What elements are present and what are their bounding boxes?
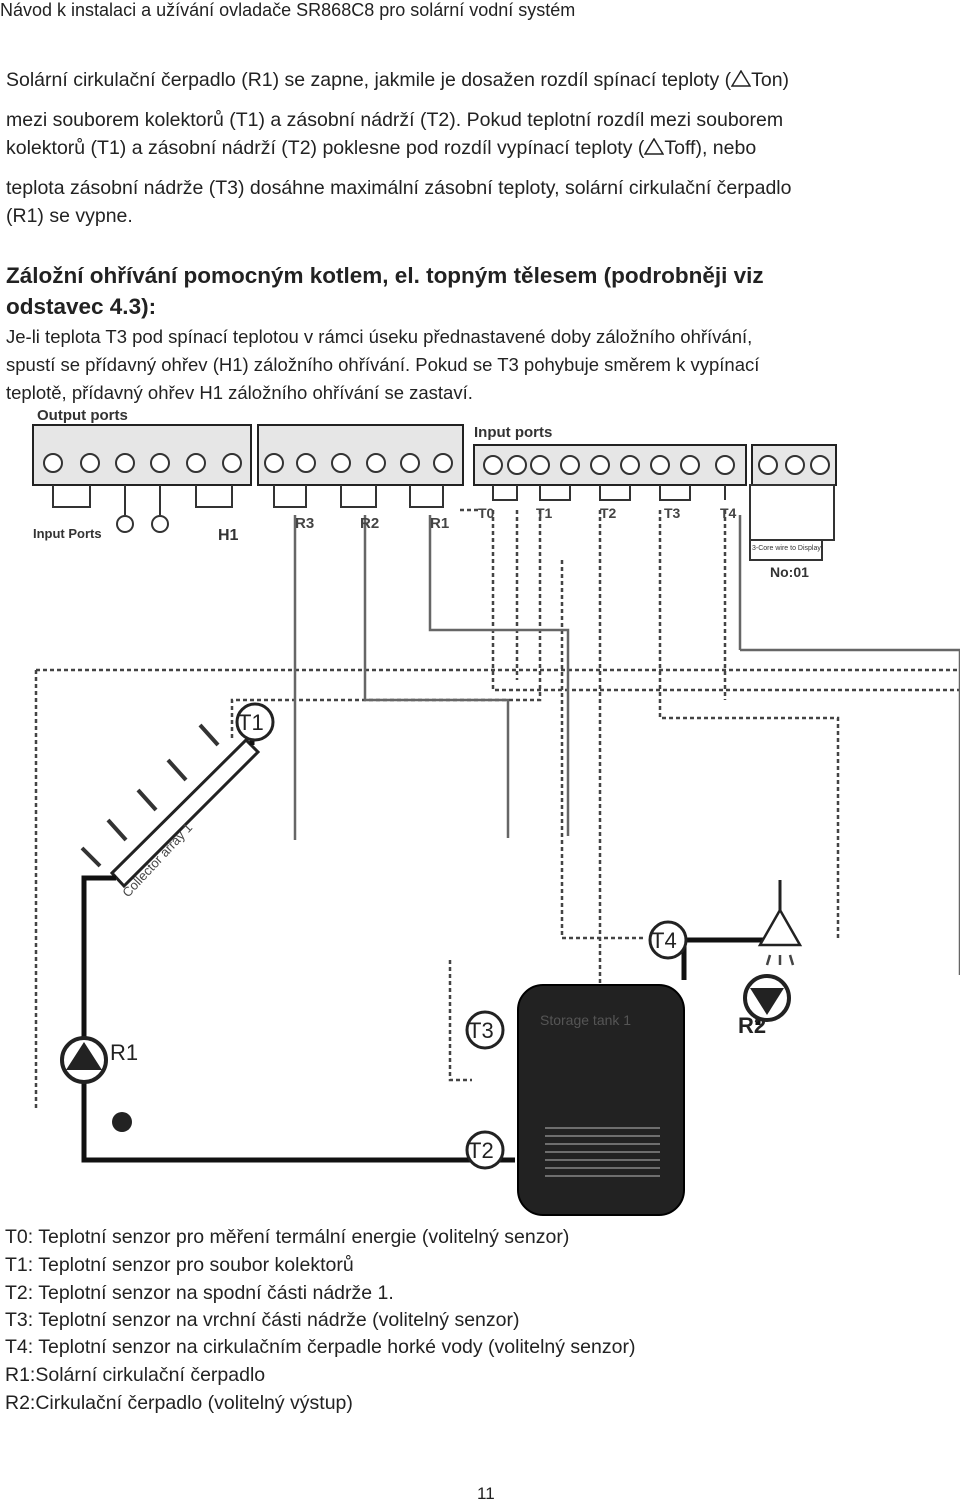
legend-item: T2: Teplotní senzor na spodní části nádr…	[5, 1282, 394, 1304]
delta-icon	[644, 138, 665, 155]
delta-icon	[731, 70, 752, 87]
intro-line-5: (R1) se vypne.	[6, 205, 133, 227]
pump-r2-label: R2	[738, 1013, 766, 1038]
sensors: T1 T4 T3 T2	[235, 702, 688, 1170]
t2-terminal-label: T2	[600, 505, 617, 521]
sensor-t4-label: T4	[651, 928, 677, 953]
collector-array: Collector array 1	[80, 723, 515, 1163]
relay-wires	[293, 515, 960, 975]
output-ports-label: Output ports	[37, 407, 128, 424]
document-header: Návod k instalaci a užívání ovladače SR8…	[0, 0, 576, 20]
sensor-t1-icon	[235, 702, 275, 742]
intro-line-2: mezi souborem kolektorů (T1) a zásobní n…	[6, 109, 784, 131]
sensor-t2-label: T2	[468, 1138, 494, 1163]
section-paragraph-line-1: Je-li teplota T3 pod spínací teplotou v …	[6, 326, 753, 347]
valve-icon	[112, 1112, 132, 1132]
legend-item: T1: Teplotní senzor pro soubor kolektorů	[5, 1254, 354, 1276]
intro-line-3: kolektorů (T1) a zásobní nádrží (T2) pok…	[6, 137, 757, 159]
intro-line-4: teplota zásobní nádrže (T3) dosáhne maxi…	[6, 177, 792, 199]
legend-item: R2:Cirkulační čerpadlo (volitelný výstup…	[5, 1392, 353, 1414]
no-label: No:01	[770, 564, 809, 580]
input-ports-label: Input ports	[474, 424, 552, 441]
r2-terminal-label: R2	[360, 515, 379, 532]
pump-r2: R2	[738, 974, 791, 1038]
pump-r1-label: R1	[110, 1040, 138, 1065]
legend-item: T3: Teplotní senzor na vrchní části nádr…	[5, 1309, 520, 1331]
sensor-t1-label: T1	[238, 710, 264, 735]
sensor-t3-icon	[465, 1010, 505, 1050]
intro-line-1: Solární cirkulační čerpadlo (R1) se zapn…	[6, 69, 790, 91]
section-paragraph-line-3: teplotě, přídavný ohřev H1 záložního ohř…	[6, 382, 473, 403]
output-ports-block: Output ports Input Ports H1 R3 R2 R1	[32, 407, 464, 544]
pump-r1: R1	[60, 1036, 138, 1132]
input-ports-left-label: Input Ports	[33, 526, 102, 541]
t4-terminal-label: T4	[720, 505, 737, 521]
cable-label: 3-Core wire to Display	[752, 545, 821, 552]
tank: Storage tank 1	[81, 937, 770, 1216]
t0-terminal-label: T0	[478, 505, 495, 521]
legend-item: T4: Teplotní senzor na cirkulačním čerpa…	[5, 1336, 636, 1358]
input-ports-block: Input ports T0 T1 T2 T3 T4 3-Core wire t…	[473, 424, 837, 580]
sensor-t2-icon	[465, 1130, 505, 1170]
dashed-sensor-wires	[34, 508, 960, 1110]
page-number: 11	[477, 1484, 495, 1503]
t1-terminal-label: T1	[536, 505, 553, 521]
r3-terminal-label: R3	[295, 515, 314, 532]
sensor-t4-icon	[648, 920, 688, 960]
legend-item: T0: Teplotní senzor pro měření termální …	[5, 1226, 570, 1248]
sensor-t3-label: T3	[468, 1018, 494, 1043]
section-heading-line-2: odstavec 4.3):	[6, 294, 157, 319]
r1-terminal-label: R1	[430, 515, 449, 532]
shower-icon	[757, 880, 803, 966]
t3-terminal-label: T3	[664, 505, 681, 521]
h1-terminal-label: H1	[218, 527, 239, 544]
legend-item: R1:Solární cirkulační čerpadlo	[5, 1364, 266, 1386]
section-heading-line-1: Záložní ohřívání pomocným kotlem, el. to…	[6, 263, 764, 288]
wiring-diagram: Output ports Input Ports H1 R3 R2 R1 Inp…	[32, 407, 960, 1216]
section-paragraph-line-2: spustí se přídavný ohřev (H1) záložního …	[6, 354, 760, 375]
tank-label: Storage tank 1	[540, 1012, 631, 1028]
sun-rays	[80, 723, 220, 868]
